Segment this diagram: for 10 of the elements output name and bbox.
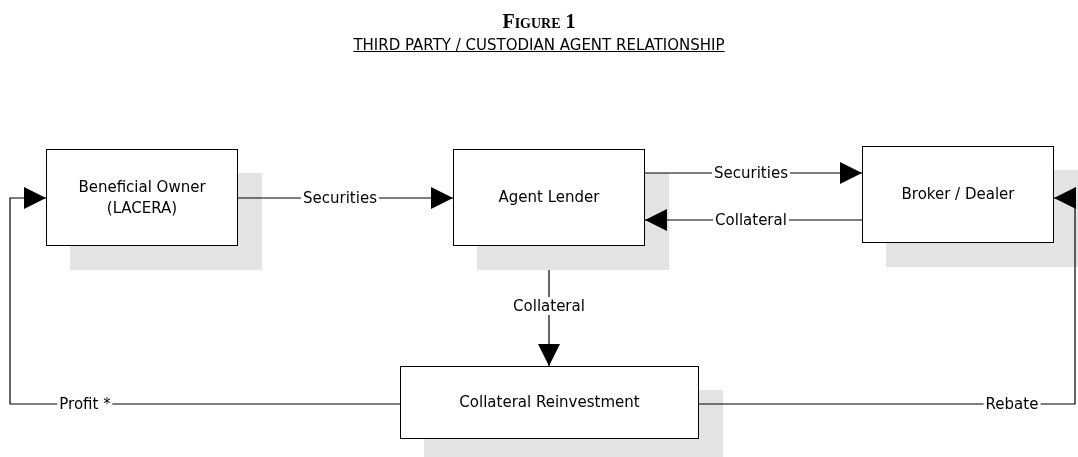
arrow <box>9 187 401 405</box>
process-box: Beneficial Owner (LACERA) <box>46 149 238 246</box>
process-box: Collateral Reinvestment <box>400 366 699 439</box>
figure-subtitle: THIRD PARTY / CUSTODIAN AGENT RELATIONSHIP <box>353 36 725 54</box>
process-box: Broker / Dealer <box>862 146 1054 243</box>
figure-title: Figure 1 <box>502 10 576 33</box>
process-box: Agent Lender <box>453 149 645 246</box>
arrow <box>698 187 1076 405</box>
edge-label: Collateral <box>511 297 587 315</box>
arrow <box>538 269 560 367</box>
